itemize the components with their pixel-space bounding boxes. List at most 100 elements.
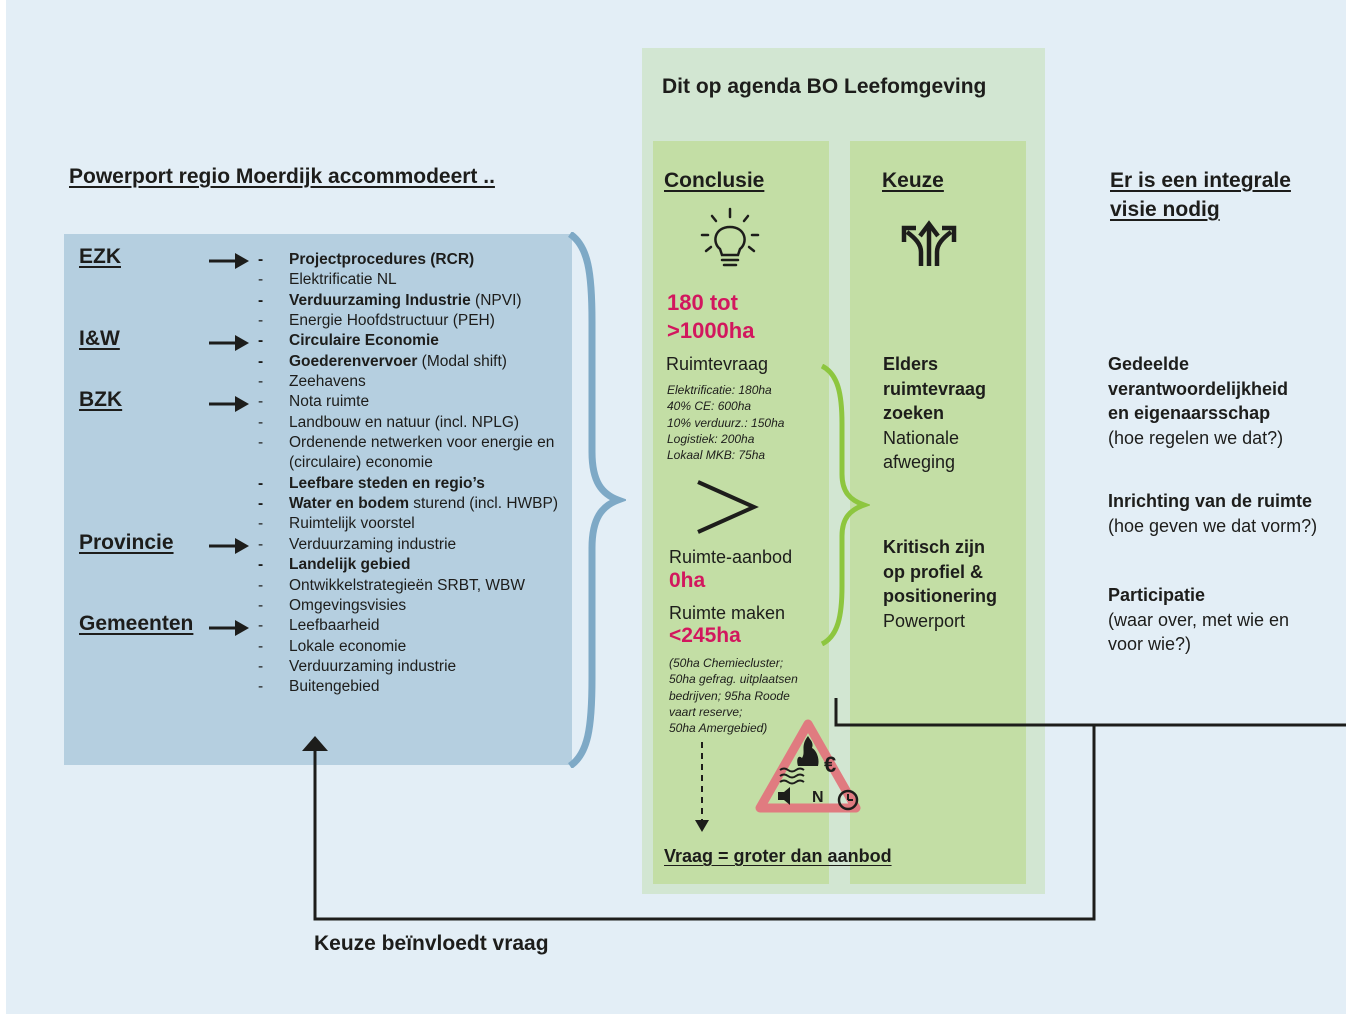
dashed-down-arrow [695,742,709,832]
policy-list-item: - Ontwikkelstrategieën SRBT, WBW [258,576,578,596]
right-arrow-icon [209,396,249,412]
detail-line: Lokaal MKB: 75ha [667,448,766,463]
green-brace [820,364,870,646]
detail-line: 50ha gefrag. uitplaatsen [669,672,798,687]
detail-line: 10% verduurz.: 150ha [667,415,785,430]
keuze-line: afweging [883,452,956,472]
left-title: Powerport regio Moerdijk accommodeert .. [69,165,495,188]
policy-text: Buitengebied [289,678,380,696]
keuze-bold-line: ruimtevraag [883,378,987,399]
right-bold-line: Gedeelde [1108,354,1190,374]
right-block-1: Gedeelde verantwoordelijkheid en eigenaa… [1108,352,1288,450]
policy-text: Lokale economie [289,637,407,655]
bullet-dash: - [258,637,264,655]
policy-list-item: -Ordenende netwerken voor energie en (ci… [258,433,578,474]
keuze-bold-line: zoeken [883,403,945,423]
detail-line: Logistiek: 200ha [667,431,755,446]
bullet-dash: - [258,678,264,696]
bullet-dash: - [258,352,264,370]
detail-line: bedrijven; 95ha Roode [669,688,790,703]
policy-list: -Projectprocedures (RCR)-Elektrificatie … [258,250,578,698]
right-bold-line: verantwoordelijkheid [1108,378,1289,399]
right-line: (hoe geven we dat vorm?) [1108,515,1318,536]
right-arrow-icon [209,620,249,636]
policy-text: Zeehavens [289,373,366,391]
right-block-2: Inrichting van de ruimte (hoe geven we d… [1108,489,1317,538]
bullet-dash: - [258,617,264,635]
policy-text: Leefbaarheid [289,617,380,635]
right-bold-line: en eigenaarsschap [1108,403,1271,423]
policy-text: Omgevingsvisies [289,596,407,614]
right-bold-line: Inrichting van de ruimte [1108,491,1313,511]
bullet-dash: - [258,474,264,492]
detail-line: 50ha Amergebied) [669,721,768,736]
policy-list-item: - Verduurzaming Industrie (NPVI) [258,291,578,311]
policy-text: Elektrificatie NL [289,271,397,289]
detail-line: (50ha Chemiecluster; [669,656,784,670]
bullet-dash: - [258,556,264,574]
policy-list-item: -Projectprocedures (RCR) [258,250,578,270]
detail-line: vaart reserve; [669,704,743,719]
split-arrows-icon [901,220,957,266]
greater-than-icon [697,480,759,534]
bullet-dash: - [258,373,264,391]
ruimte-maken-label: Ruimte maken [669,603,786,623]
policy-list-item: -Verduurzaming industrie [258,657,578,677]
ruimtevraag-label: Ruimtevraag [666,354,769,374]
ruimtevraag-range-2: >1000ha [667,318,755,343]
right-bold-line: Participatie [1108,585,1206,605]
bullet-dash: - [258,291,264,309]
stakeholder-bzk: BZK [79,388,123,411]
feedback-label: Keuze beïnvloedt vraag [314,932,549,955]
policy-list-item: -Verduurzaming industrie [258,535,578,555]
policy-list-item: - Elektrificatie NL [258,270,578,290]
bullet-dash: - [258,495,264,513]
ruimtevraag-details: Elektrificatie: 180ha 40% CE: 600ha 10% … [667,382,784,463]
ruimte-aanbod-value: 0ha [669,569,706,592]
bullet-dash: - [258,434,264,452]
right-block-3: Participatie (waar over, met wie en voor… [1108,583,1289,657]
svg-text:€: € [824,752,836,777]
detail-line: 40% CE: 600ha [667,399,752,414]
policy-list-item: - Nota ruimte [258,392,578,412]
bullet-dash: - [258,393,264,411]
policy-text: Landbouw en natuur (incl. NPLG) [289,413,520,431]
feedback-loop [302,698,1346,921]
bullet-dash: - [258,576,264,594]
stakeholder-ienw: I&W [79,327,120,350]
ruimte-maken-details: (50ha Chemiecluster; 50ha gefrag. uitpla… [669,655,798,736]
policy-bold: Circulaire Economie [289,332,439,350]
policy-text: (NPVI) [470,291,522,309]
right-title-line-2: visie nodig [1110,198,1220,221]
ruimte-maken-value: <245ha [669,624,741,647]
right-arrow-icon [209,538,249,554]
ruimtevraag-range-1: 180 tot [667,290,738,315]
keuze-block-1: Elders ruimtevraag zoeken Nationale afwe… [883,352,986,475]
policy-bold: Verduurzaming Industrie [289,291,471,309]
keuze-bold-line: Elders [883,354,939,374]
bullet-dash: - [258,271,264,289]
keuze-line: Nationale [883,427,960,448]
right-arrow-icon [209,335,249,351]
stakeholder-ezk: EZK [79,245,121,268]
bullet-dash: - [258,535,264,553]
keuze-bold-line: op profiel & [883,561,983,582]
policy-list-item: -Ruimtelijk voorstel [258,514,578,534]
right-line: (hoe regelen we dat?) [1108,427,1284,448]
policy-text: Nota ruimte [289,393,370,411]
policy-list-item: -Landelijk gebied [258,555,578,575]
bullet-dash: - [258,413,264,431]
policy-bold: Goederenvervoer [289,352,418,370]
policy-text: Ontwikkelstrategieën SRBT, WBW [289,576,526,594]
policy-text: (Modal shift) [417,352,507,370]
policy-text: Energie Hoofdstructuur (PEH) [289,312,495,330]
stakeholder-panel [64,234,572,765]
blue-brace [567,232,626,768]
policy-list-item: -Water en bodem sturend (incl. HWBP) [258,494,578,514]
agenda-title: Dit op agenda BO Leefomgeving [662,75,987,98]
detail-line: Elektrificatie: 180ha [667,383,772,397]
ruimte-aanbod-label: Ruimte-aanbod [669,547,793,567]
keuze-bold-line: positionering [883,586,997,606]
right-arrow-icon [209,253,249,269]
stakeholder-provincie: Provincie [79,531,174,554]
